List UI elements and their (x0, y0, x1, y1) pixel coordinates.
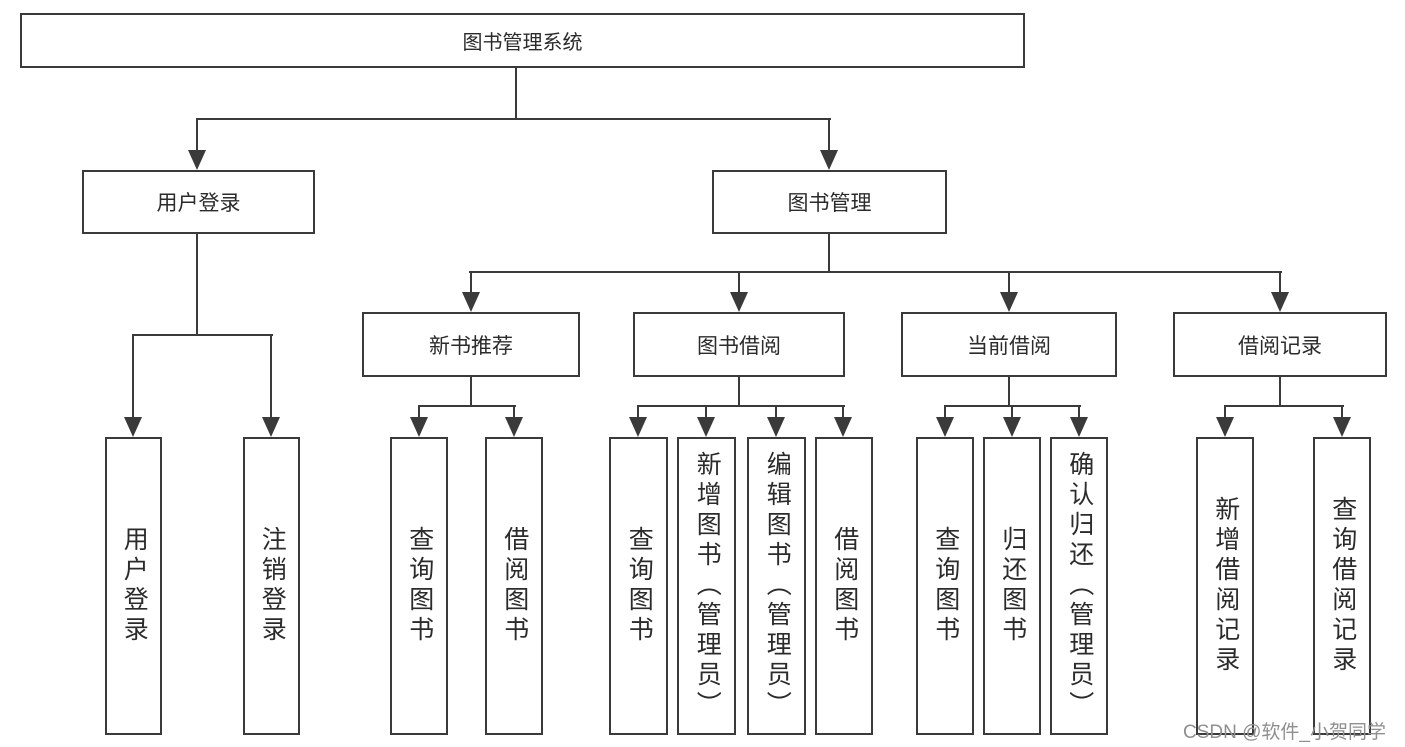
leaf-user-login: 用户登录 (105, 437, 162, 735)
node-current-borrow: 当前借阅 (901, 312, 1117, 377)
arrowhead-icon (188, 150, 206, 170)
arrowhead-icon (124, 417, 142, 437)
node-book-management: 图书管理 (712, 170, 947, 234)
connector-line (1008, 271, 1010, 296)
connector-line (1008, 377, 1010, 407)
connector-line (196, 118, 198, 154)
node-user-login: 用户登录 (82, 170, 315, 234)
arrowhead-icon (462, 292, 480, 312)
node-label: 当前借阅 (967, 334, 1051, 358)
arrowhead-icon (767, 417, 785, 437)
leaf-records-add-record: 新增借阅记录 (1196, 437, 1254, 735)
arrowhead-icon (834, 417, 852, 437)
leaf-borrow-add-book-admin: 新增图书（管理员） (677, 437, 736, 735)
node-label: 查询图书 (625, 526, 654, 646)
connector-line (469, 271, 1282, 273)
node-library-management-system: 图书管理系统 (20, 13, 1025, 68)
node-label: 查询图书 (405, 526, 434, 646)
arrowhead-icon (629, 417, 647, 437)
node-label: 注销登录 (258, 526, 287, 646)
connector-line (132, 334, 134, 419)
arrowhead-icon (262, 417, 280, 437)
node-label: 用户登录 (120, 526, 149, 646)
node-label: 确认归还（管理员） (1065, 451, 1094, 721)
node-label: 新增图书（管理员） (693, 451, 722, 721)
node-book-borrow: 图书借阅 (633, 312, 845, 377)
connector-line (705, 405, 707, 419)
connector-line (828, 234, 830, 273)
leaf-recommend-borrow-book: 借阅图书 (485, 437, 543, 735)
connector-line (775, 405, 777, 419)
arrowhead-icon (410, 417, 428, 437)
connector-line (470, 377, 472, 407)
arrowhead-icon (1271, 292, 1289, 312)
node-label: 借阅图书 (500, 526, 529, 646)
arrowhead-icon (697, 417, 715, 437)
arrowhead-icon (1070, 417, 1088, 437)
node-label: 查询借阅记录 (1328, 496, 1357, 676)
connector-line (513, 405, 515, 419)
connector-line (196, 118, 831, 120)
connector-line (418, 405, 420, 419)
watermark: CSDN @软件_小贺同学 (1183, 722, 1386, 743)
arrowhead-icon (505, 417, 523, 437)
node-borrow-records: 借阅记录 (1173, 312, 1387, 377)
arrowhead-icon (936, 417, 954, 437)
node-label: 归还图书 (998, 526, 1027, 646)
arrowhead-icon (1216, 417, 1234, 437)
node-label: 新增借阅记录 (1211, 496, 1240, 676)
leaf-recommend-query-book: 查询图书 (390, 437, 448, 735)
node-new-book-recommend: 新书推荐 (362, 312, 580, 377)
leaf-borrow-query-book: 查询图书 (609, 437, 668, 735)
leaf-borrow-borrow-book: 借阅图书 (815, 437, 873, 735)
connector-line (828, 118, 830, 154)
connector-line (1224, 405, 1344, 407)
leaf-current-return-book: 归还图书 (983, 437, 1041, 735)
node-label: 图书管理系统 (462, 32, 583, 54)
node-label: 借阅图书 (830, 526, 859, 646)
connector-line (1341, 405, 1343, 419)
arrowhead-icon (1003, 417, 1021, 437)
connector-line (637, 405, 639, 419)
node-label: 查询图书 (931, 526, 960, 646)
connector-line (1078, 405, 1080, 419)
leaf-current-query-book: 查询图书 (916, 437, 974, 735)
connector-line (1279, 271, 1281, 296)
connector-line (132, 334, 273, 336)
connector-line (270, 334, 272, 419)
connector-line (1011, 405, 1013, 419)
arrowhead-icon (1333, 417, 1351, 437)
arrowhead-icon (1000, 292, 1018, 312)
connector-line (418, 405, 516, 407)
connector-line (738, 271, 740, 296)
arrowhead-icon (820, 150, 838, 170)
node-label: 编辑图书（管理员） (763, 451, 792, 721)
connector-line (196, 234, 198, 336)
node-label: 图书借阅 (697, 334, 781, 358)
connector-line (738, 377, 740, 407)
node-label: 借阅记录 (1238, 334, 1322, 358)
leaf-records-query-record: 查询借阅记录 (1313, 437, 1371, 735)
leaf-current-confirm-return-admin: 确认归还（管理员） (1050, 437, 1108, 735)
arrowhead-icon (730, 292, 748, 312)
node-label: 新书推荐 (429, 334, 513, 358)
leaf-borrow-edit-book-admin: 编辑图书（管理员） (747, 437, 806, 735)
connector-line (842, 405, 844, 419)
connector-line (470, 271, 472, 296)
connector-line (515, 68, 517, 120)
connector-line (1224, 405, 1226, 419)
connector-line (1279, 377, 1281, 407)
node-label: 图书管理 (787, 192, 872, 215)
node-label: 用户登录 (156, 192, 241, 215)
leaf-logout: 注销登录 (243, 437, 300, 735)
connector-line (944, 405, 946, 419)
connector-line (637, 405, 845, 407)
